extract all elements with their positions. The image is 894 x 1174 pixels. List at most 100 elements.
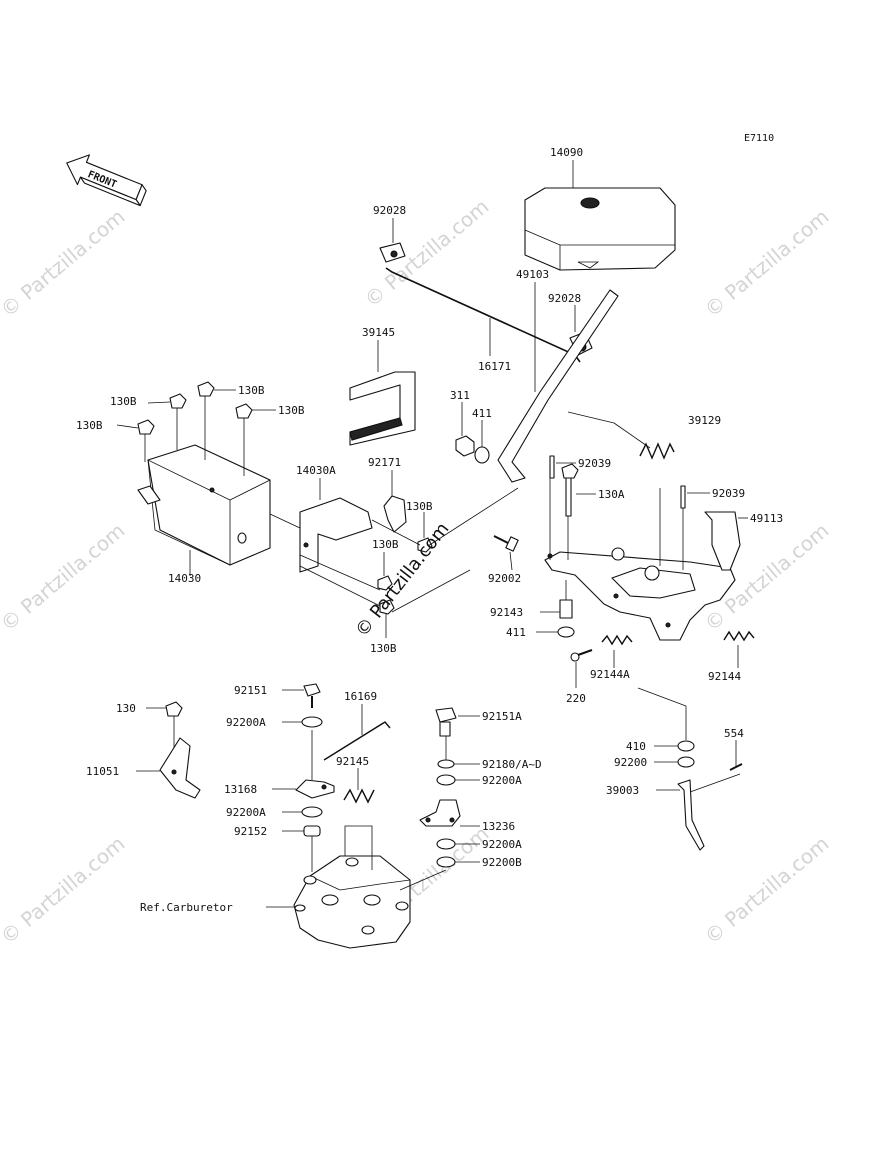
bolt-92002: [493, 535, 519, 552]
cushion-39145: [349, 371, 416, 446]
callout-16169: 16169: [344, 690, 377, 703]
front-arrow-icon: FRONT: [66, 154, 147, 207]
washer-411: [474, 446, 490, 464]
washer-92200a-3: [436, 774, 456, 786]
pin-92039-left: [549, 455, 555, 479]
callout-92039-b: 92039: [712, 487, 745, 500]
lever-13168: [295, 779, 335, 799]
callout-130b-4: 130B: [278, 404, 305, 417]
callout-92151a: 92151A: [482, 710, 522, 723]
clamp-92171: [383, 495, 407, 533]
bolt-130b-2: [169, 393, 187, 450]
control-plate: [544, 511, 741, 641]
callout-130b-2: 130B: [110, 395, 137, 408]
screw-220: [570, 649, 593, 662]
callout-130: 130: [116, 702, 136, 715]
washer-92200b: [436, 856, 456, 868]
callout-92200a-4: 92200A: [482, 838, 522, 851]
callout-11051: 11051: [86, 765, 119, 778]
callout-13236: 13236: [482, 820, 515, 833]
callout-92180: 92180/A~D: [482, 758, 542, 771]
callout-92171: 92171: [368, 456, 401, 469]
watermark: © Partzilla.com: [0, 831, 129, 949]
lever-49103: [497, 289, 619, 483]
center-watermark: © Partzilla.com: [351, 519, 453, 641]
callout-14030: 14030: [168, 572, 201, 585]
callout-92200a-1: 92200A: [226, 716, 266, 729]
callout-39145: 39145: [362, 326, 395, 339]
spring-92144a: [601, 634, 633, 646]
callout-14030a: 14030A: [296, 464, 336, 477]
lever-39003: [677, 779, 705, 851]
bracket-box-14030: [137, 444, 271, 566]
callout-311: 311: [450, 389, 470, 402]
screw-92151a: [435, 707, 457, 737]
callout-130b-1: 130B: [76, 419, 103, 432]
callout-92028-a: 92028: [373, 204, 406, 217]
rod-16171: [385, 267, 581, 363]
callout-92145: 92145: [336, 755, 369, 768]
bracket-11051: [159, 737, 201, 799]
washer-92200a-4: [436, 838, 456, 850]
callout-92144a: 92144A: [590, 668, 630, 681]
screw-92151: [303, 683, 321, 708]
callout-411-b: 411: [506, 626, 526, 639]
callout-410: 410: [626, 740, 646, 753]
spring-92145: [343, 788, 375, 804]
spring-92144: [723, 630, 755, 642]
callout-16171: 16171: [478, 360, 511, 373]
callout-39003: 39003: [606, 784, 639, 797]
bolt-130a: [561, 463, 579, 517]
bolt-130b-5: [417, 537, 433, 553]
callout-130b-5: 130B: [406, 500, 433, 513]
watermark: © Partzilla.com: [700, 831, 834, 949]
callout-130b-6: 130B: [372, 538, 399, 551]
callout-13168: 13168: [224, 783, 257, 796]
cover-14090: [524, 187, 676, 271]
pin-92039-right: [680, 485, 686, 509]
ref-carburetor: Ref.Carburetor: [140, 901, 233, 914]
bolt-130b-4: [235, 403, 253, 476]
callout-49103: 49103: [516, 268, 549, 281]
callout-92144: 92144: [708, 670, 741, 683]
washer-92200a-2: [301, 806, 323, 818]
callout-92200a-3: 92200A: [482, 774, 522, 787]
callout-92152: 92152: [234, 825, 267, 838]
bolt-130b-6: [377, 575, 393, 591]
callout-92143: 92143: [490, 606, 523, 619]
callout-92151: 92151: [234, 684, 267, 697]
bolt-130b-1: [137, 419, 155, 462]
callout-220: 220: [566, 692, 586, 705]
washer-410: [677, 740, 695, 752]
watermark: © Partzilla.com: [700, 204, 834, 322]
clip-92028-top: [379, 242, 406, 263]
callout-92200b: 92200B: [482, 856, 522, 869]
callout-130b-3: 130B: [238, 384, 265, 397]
nut-311: [455, 435, 475, 457]
shim-92180: [437, 759, 455, 769]
pin-554: [729, 763, 743, 771]
washer-411-b: [557, 626, 575, 638]
watermark: © Partzilla.com: [0, 518, 129, 636]
callout-92200: 92200: [614, 756, 647, 769]
carburetor: [293, 855, 411, 949]
collar-92152: [303, 825, 321, 837]
callout-554: 554: [724, 727, 744, 740]
callout-130a: 130A: [598, 488, 625, 501]
callout-411-a: 411: [472, 407, 492, 420]
diagram-code: E7110: [744, 133, 774, 144]
bolt-130b-7: [379, 599, 395, 615]
washer-92200a-1: [301, 716, 323, 728]
washer-92200: [677, 756, 695, 768]
callout-14090: 14090: [550, 146, 583, 159]
bolt-130b-3: [197, 381, 215, 460]
callout-92200a-2: 92200A: [226, 806, 266, 819]
callout-92002: 92002: [488, 572, 521, 585]
lever-13236: [419, 799, 461, 827]
callout-39129: 39129: [688, 414, 721, 427]
collar-92143: [559, 599, 573, 619]
rod-16169: [323, 721, 391, 761]
callout-92039-a: 92039: [578, 457, 611, 470]
callout-92028-b: 92028: [548, 292, 581, 305]
watermark: © Partzilla.com: [0, 204, 129, 322]
